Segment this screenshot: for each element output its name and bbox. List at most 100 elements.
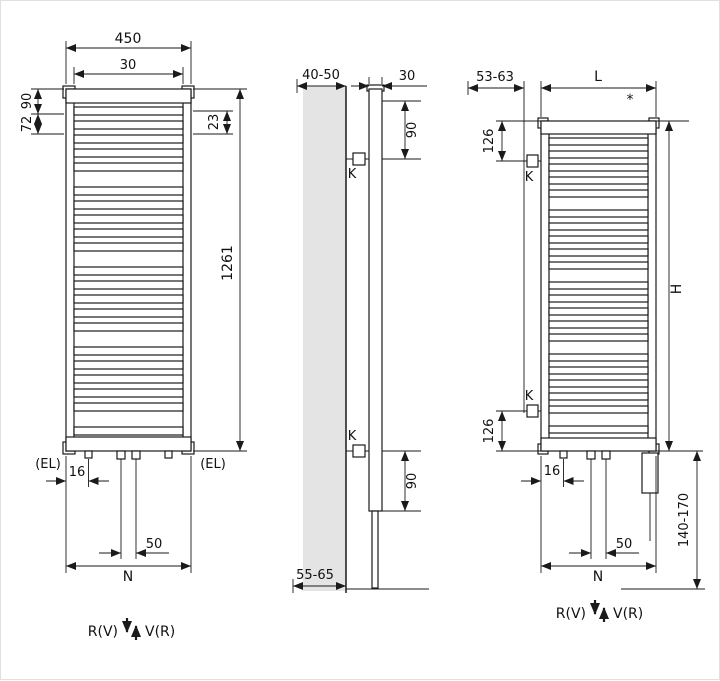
- dim-wall-offset-label: 53-63: [476, 70, 514, 85]
- dim-bracket-bottom-offset-label: 126: [482, 419, 497, 444]
- dim-height: H: [656, 120, 703, 452]
- radiator-profile: [368, 88, 383, 512]
- towel-bar: [548, 392, 649, 401]
- towel-bar: [548, 281, 649, 290]
- towel-bar: [548, 307, 649, 316]
- towel-bar: [548, 333, 649, 342]
- dim-depth: 30: [351, 69, 427, 90]
- dim-edge-to-conn: 16: [521, 464, 584, 485]
- towel-bar: [73, 186, 184, 196]
- towel-bar: [73, 388, 184, 398]
- dim-bracket-bottom-offset: 90: [382, 450, 421, 512]
- towel-bar: [548, 137, 649, 146]
- bracket-top-label: K: [348, 167, 357, 182]
- bracket-bottom-label: K: [348, 429, 357, 444]
- dim-conn-spacing: 50: [569, 537, 639, 557]
- dim-conn-span-label: N: [593, 569, 603, 585]
- dim-depth-label: 30: [399, 69, 416, 84]
- towel-bar: [73, 228, 184, 238]
- towel-bar: [548, 189, 649, 198]
- footnote-asterisk: *: [627, 92, 634, 108]
- towel-bar-group: [548, 137, 649, 434]
- towel-bar: [548, 222, 649, 231]
- towel-bar: [548, 235, 649, 244]
- el-connection-stub: [164, 450, 173, 459]
- el-connection-stub: [84, 450, 93, 459]
- towel-bar: [73, 426, 184, 436]
- dim-width-label: L: [594, 69, 602, 85]
- towel-bar: [548, 209, 649, 218]
- side-tube-right: [647, 120, 657, 452]
- dim-width-total: 450: [65, 31, 192, 84]
- towel-bar: [548, 320, 649, 329]
- dim-bracket-bottom-offset: 126: [482, 410, 541, 452]
- el-right-label: (EL): [200, 457, 226, 472]
- flow-supply-label: V(R): [613, 606, 643, 622]
- towel-bar: [73, 346, 184, 356]
- dim-floor-clearance: 55-65: [292, 568, 346, 593]
- flow-return-label: R(V): [88, 624, 118, 640]
- dim-bracket-top-offset-label: 126: [482, 129, 497, 154]
- bracket-top: K: [346, 152, 369, 182]
- dim-width-top-label: 30: [120, 58, 137, 73]
- dim-offset-top: 90: [20, 88, 64, 115]
- dim-height-label: H: [669, 284, 685, 295]
- towel-bar: [73, 322, 184, 332]
- dim-conn-spacing: 50: [99, 537, 169, 557]
- towel-bar: [73, 106, 184, 116]
- towel-bar: [73, 242, 184, 252]
- front-view: 450 30 90 72 23: [20, 31, 247, 640]
- towel-bar: [73, 308, 184, 318]
- bracket-body: [352, 152, 366, 166]
- dim-offset-second: 72: [20, 114, 64, 135]
- dim-conn-spacing-label: 50: [146, 537, 163, 552]
- bottom-header-tube: [65, 436, 192, 452]
- towel-bar: [73, 266, 184, 276]
- towel-bar: [548, 366, 649, 375]
- dim-wall-offset: 53-63: [467, 70, 525, 413]
- dim-edge-to-conn-label: 16: [544, 464, 561, 479]
- towel-bar: [548, 379, 649, 388]
- connection-pipe-side: [371, 510, 379, 589]
- towel-bar: [73, 120, 184, 130]
- dim-bracket-top-offset: 126: [482, 120, 541, 162]
- towel-bar: [548, 425, 649, 434]
- dim-width-total-label: 450: [115, 31, 142, 47]
- bracket-bottom: K: [524, 389, 541, 418]
- bracket-body: [526, 154, 539, 168]
- side-view: K K 40-50 30 90: [292, 68, 429, 593]
- dim-conn-spacing-label: 50: [616, 537, 633, 552]
- bottom-header-tube: [540, 437, 657, 452]
- dim-width: L: [540, 69, 657, 117]
- towel-bar: [73, 402, 184, 412]
- dim-offset-second-label: 72: [20, 116, 35, 133]
- connection-pipe: [116, 450, 126, 460]
- connection-pipe: [131, 450, 141, 460]
- towel-bar: [73, 280, 184, 290]
- towel-bar-group: [73, 106, 184, 436]
- towel-bar: [73, 162, 184, 172]
- dim-bracket-top-offset-label: 90: [405, 122, 420, 139]
- dim-height-label: 1261: [220, 245, 236, 281]
- towel-bar: [73, 134, 184, 144]
- towel-bar: [73, 360, 184, 370]
- towel-bar: [548, 294, 649, 303]
- towel-bar: [548, 405, 649, 414]
- dim-width-top: 30: [73, 58, 184, 84]
- flow-return-label: R(V): [556, 606, 586, 622]
- side-tube-right: [182, 88, 192, 452]
- bracket-top-label: K: [525, 170, 534, 185]
- dim-offset-top-label: 90: [20, 93, 35, 110]
- towel-bar: [548, 150, 649, 159]
- towel-bar: [548, 163, 649, 172]
- bracket-body: [526, 404, 539, 418]
- top-header-tube: [65, 88, 192, 104]
- dim-wall-clearance: 40-50: [296, 68, 346, 93]
- top-header-tube: [540, 120, 657, 135]
- dim-floor-clearance-label: 55-65: [296, 568, 334, 583]
- towel-bar: [73, 148, 184, 158]
- flow-direction: R(V) V(R): [88, 618, 175, 640]
- dim-edge-to-conn: 16: [46, 465, 109, 485]
- dim-wall-clearance-label: 40-50: [302, 68, 340, 83]
